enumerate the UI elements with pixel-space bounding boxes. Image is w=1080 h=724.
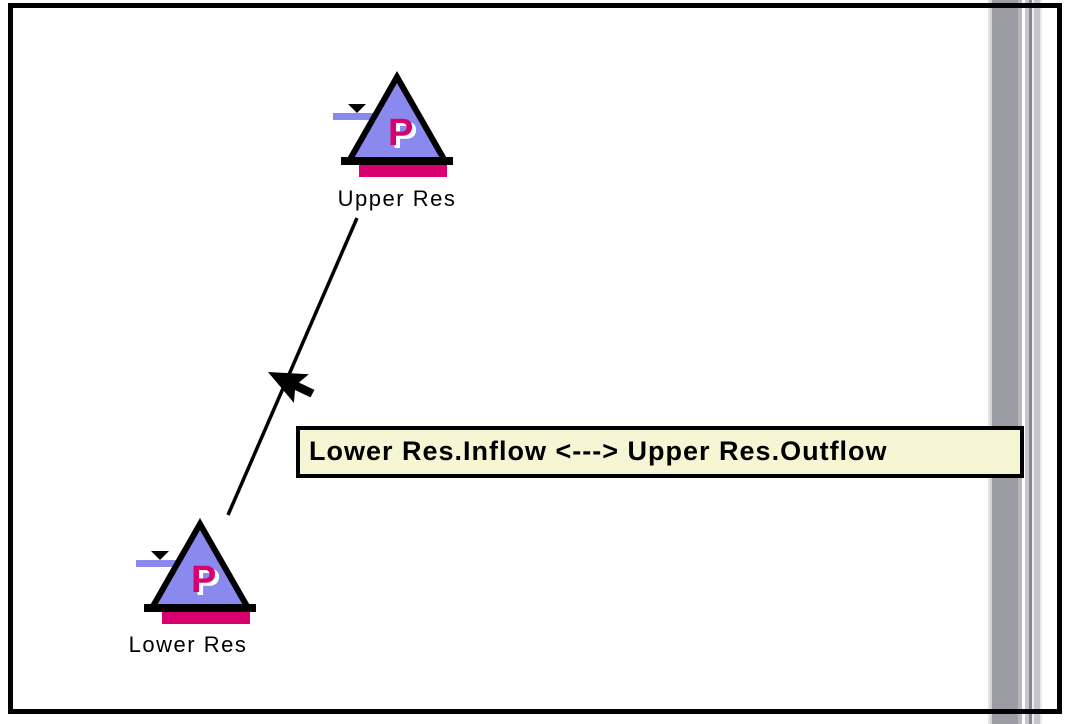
- water-level-line: [136, 560, 182, 567]
- node-lower-res[interactable]: [136, 517, 256, 624]
- window-edge-stripes: [1025, 0, 1042, 724]
- water-level-marker-icon: [348, 104, 366, 113]
- vertical-scrollbar[interactable]: [988, 0, 1022, 724]
- cursor-arrow-icon: [268, 372, 315, 403]
- link-tooltip: Lower Res.Inflow <---> Upper Res.Outflow: [296, 426, 1024, 478]
- water-level-marker-icon: [151, 551, 169, 560]
- water-level-line: [333, 113, 379, 120]
- reservoir-base-line: [341, 157, 453, 165]
- reservoir-base-bar: [359, 165, 447, 177]
- node-label-upper-res: Upper Res: [337, 186, 457, 211]
- reservoir-base-bar: [162, 612, 250, 624]
- node-upper-res[interactable]: [333, 70, 453, 177]
- reservoir-base-line: [144, 604, 256, 612]
- link-line[interactable]: [226, 217, 359, 516]
- power-reservoir-badge: P: [191, 559, 217, 601]
- node-label-lower-res: Lower Res: [128, 632, 248, 657]
- power-reservoir-badge: P: [388, 112, 414, 154]
